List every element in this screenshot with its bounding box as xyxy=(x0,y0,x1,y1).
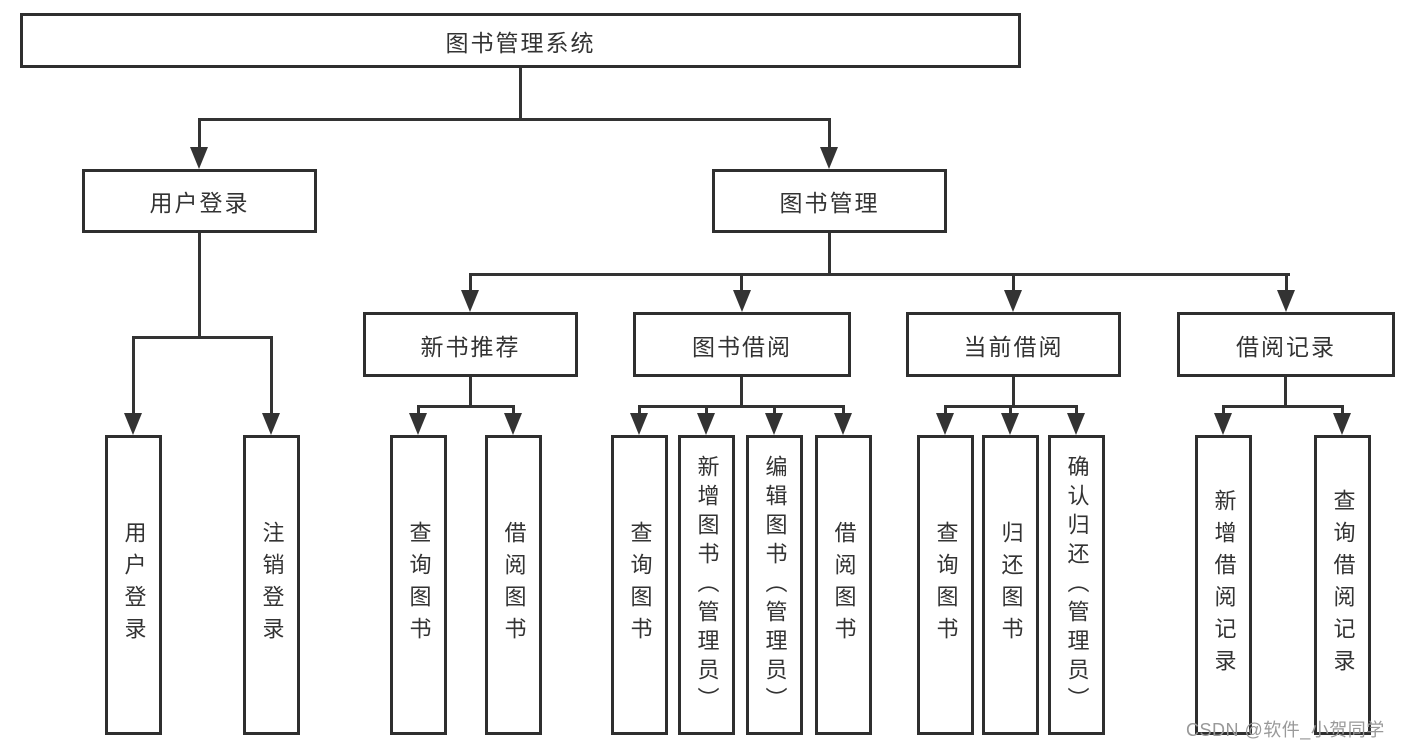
node-borrowing-records-label: 借阅记录 xyxy=(1236,333,1336,360)
arrow-down-icon xyxy=(765,413,783,435)
node-leaf-return-books-label: 归还图书 xyxy=(998,521,1024,649)
arrow-down-icon xyxy=(262,413,280,435)
arrow-down-icon xyxy=(1277,290,1295,312)
node-leaf-query-books-borrowing-label: 查询图书 xyxy=(627,521,653,649)
node-borrowing-records: 借阅记录 xyxy=(1177,312,1395,377)
node-leaf-query-borrow-record: 查询借阅记录 xyxy=(1314,435,1371,735)
connector-line xyxy=(638,405,641,417)
connector-line xyxy=(944,405,947,417)
connector-line xyxy=(773,405,776,417)
arrow-down-icon xyxy=(630,413,648,435)
connector-line xyxy=(638,405,845,408)
connector-line xyxy=(512,405,515,417)
node-leaf-user-login-label: 用户登录 xyxy=(121,521,147,649)
node-leaf-edit-book-admin-label: 编辑图书（管理员） xyxy=(762,454,788,716)
connector-line xyxy=(1012,377,1015,408)
node-leaf-add-book-admin-label: 新增图书（管理员） xyxy=(694,454,720,716)
node-leaf-query-books-recommend-label: 查询图书 xyxy=(406,521,432,649)
node-leaf-query-books-borrowing: 查询图书 xyxy=(611,435,668,735)
arrow-down-icon xyxy=(820,147,838,169)
node-leaf-confirm-return-admin-label: 确认归还（管理员） xyxy=(1064,454,1090,716)
node-book-management-label: 图书管理 xyxy=(779,190,880,216)
connector-line xyxy=(270,336,273,418)
connector-line xyxy=(1222,405,1225,417)
arrow-down-icon xyxy=(409,413,427,435)
connector-line xyxy=(519,68,522,121)
connector-line xyxy=(1341,405,1344,417)
connector-line xyxy=(740,377,743,408)
node-leaf-user-login: 用户登录 xyxy=(105,435,162,735)
connector-line xyxy=(1009,405,1012,417)
node-book-management: 图书管理 xyxy=(712,169,947,233)
arrow-down-icon xyxy=(834,413,852,435)
connector-line xyxy=(132,336,273,339)
arrow-down-icon xyxy=(1214,413,1232,435)
node-leaf-query-books-recommend: 查询图书 xyxy=(390,435,447,735)
node-leaf-borrow-books-recommend-label: 借阅图书 xyxy=(501,521,527,649)
arrow-down-icon xyxy=(936,413,954,435)
node-current-borrowing: 当前借阅 xyxy=(906,312,1121,377)
connector-line xyxy=(198,118,831,121)
connector-line xyxy=(740,273,743,293)
node-leaf-query-books-current-label: 查询图书 xyxy=(933,521,959,649)
node-user-login: 用户登录 xyxy=(82,169,317,233)
connector-line xyxy=(417,405,515,408)
arrow-down-icon xyxy=(124,413,142,435)
connector-line xyxy=(469,273,1290,276)
connector-line xyxy=(198,233,201,339)
connector-line xyxy=(828,118,831,150)
arrow-down-icon xyxy=(461,290,479,312)
node-new-book-recommend-label: 新书推荐 xyxy=(420,333,521,360)
node-leaf-return-books: 归还图书 xyxy=(982,435,1039,735)
node-leaf-borrow-books-recommend: 借阅图书 xyxy=(485,435,542,735)
arrow-down-icon xyxy=(190,147,208,169)
node-leaf-edit-book-admin: 编辑图书（管理员） xyxy=(746,435,803,735)
connector-line xyxy=(1222,405,1344,408)
connector-line xyxy=(828,233,831,276)
connector-line xyxy=(198,118,201,150)
node-leaf-confirm-return-admin: 确认归还（管理员） xyxy=(1048,435,1105,735)
connector-line xyxy=(1284,377,1287,408)
connector-line xyxy=(469,377,472,408)
node-user-login-label: 用户登录 xyxy=(149,190,250,216)
node-library-system: 图书管理系统 xyxy=(20,13,1021,68)
node-book-borrowing-label: 图书借阅 xyxy=(692,333,792,360)
node-book-borrowing: 图书借阅 xyxy=(633,312,851,377)
arrow-down-icon xyxy=(1067,413,1085,435)
node-leaf-query-borrow-record-label: 查询借阅记录 xyxy=(1330,489,1356,681)
connector-line xyxy=(842,405,845,417)
connector-line xyxy=(1012,273,1015,293)
node-leaf-query-books-current: 查询图书 xyxy=(917,435,974,735)
node-leaf-logout: 注销登录 xyxy=(243,435,300,735)
connector-line xyxy=(1075,405,1078,417)
arrow-down-icon xyxy=(733,290,751,312)
node-leaf-borrow-books: 借阅图书 xyxy=(815,435,872,735)
connector-line xyxy=(705,405,708,417)
arrow-down-icon xyxy=(697,413,715,435)
connector-line xyxy=(469,273,472,293)
node-current-borrowing-label: 当前借阅 xyxy=(963,333,1064,360)
node-leaf-add-book-admin: 新增图书（管理员） xyxy=(678,435,735,735)
connector-line xyxy=(132,336,135,418)
arrow-down-icon xyxy=(504,413,522,435)
node-leaf-add-borrow-record: 新增借阅记录 xyxy=(1195,435,1252,735)
node-leaf-borrow-books-label: 借阅图书 xyxy=(831,521,857,649)
node-new-book-recommend: 新书推荐 xyxy=(363,312,578,377)
arrow-down-icon xyxy=(1333,413,1351,435)
node-leaf-add-borrow-record-label: 新增借阅记录 xyxy=(1211,489,1237,681)
arrow-down-icon xyxy=(1004,290,1022,312)
node-leaf-logout-label: 注销登录 xyxy=(259,521,285,649)
connector-line xyxy=(1285,273,1288,293)
node-library-system-label: 图书管理系统 xyxy=(445,29,596,56)
connector-line xyxy=(417,405,420,417)
csdn-watermark: CSDN @软件_小贺同学 xyxy=(1186,720,1385,740)
arrow-down-icon xyxy=(1001,413,1019,435)
